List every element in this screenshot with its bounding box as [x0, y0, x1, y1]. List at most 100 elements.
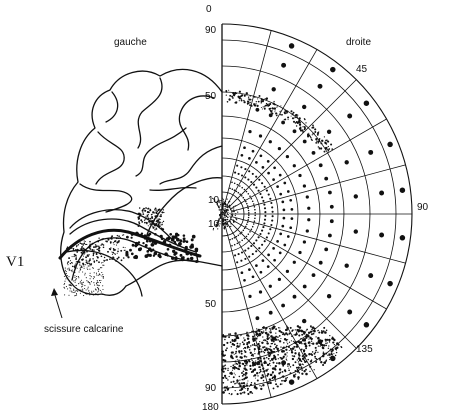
lower-field-crescent: [295, 333, 298, 336]
lower-field-crescent: [265, 347, 268, 350]
occipital-pole-stipple: [88, 290, 90, 292]
striate-stipple-dot: [186, 257, 190, 261]
lower-field-crescent: [236, 342, 239, 345]
lower-field-crescent: [268, 337, 271, 339]
occipital-pole-stipple: [90, 281, 93, 283]
lower-field-crescent: [267, 351, 270, 354]
upper-field-shading: [296, 116, 298, 119]
lower-field-crescent: [340, 346, 343, 349]
lower-field-crescent: [286, 359, 288, 361]
lower-field-crescent: [261, 374, 264, 377]
fovea-stipple: [221, 225, 223, 227]
lower-field-crescent: [298, 372, 301, 374]
lower-field-crescent: [255, 331, 257, 333]
lower-field-crescent: [331, 336, 334, 339]
field-dot: [271, 219, 274, 222]
upper-field-shading: [271, 112, 274, 115]
occipital-pole-stipple: [73, 270, 75, 273]
lower-field-crescent: [294, 373, 297, 375]
occipital-pole-stipple: [103, 264, 105, 266]
occipital-pole-stipple: [100, 262, 103, 264]
upper-field-shading: [248, 98, 251, 101]
striate-stipple-dot: [137, 241, 141, 244]
field-dot: [236, 164, 239, 167]
striate-stipple-dot: [92, 258, 94, 260]
lower-field-crescent: [278, 329, 281, 333]
lower-field-crescent: [288, 364, 291, 366]
lower-field-crescent: [329, 356, 331, 358]
field-dot: [245, 190, 248, 193]
occipital-pole-stipple: [68, 294, 70, 296]
fovea-stipple: [232, 210, 234, 212]
lower-field-crescent: [239, 335, 242, 337]
field-dot: [286, 190, 290, 193]
lower-field-crescent: [262, 326, 265, 329]
striate-stipple-dot: [100, 239, 102, 241]
lower-field-crescent: [282, 364, 285, 367]
lower-field-crescent: [259, 371, 262, 373]
lower-field-crescent: [279, 327, 281, 329]
lower-field-crescent: [256, 379, 259, 382]
occipital-pole-stipple: [67, 264, 69, 266]
lower-field-crescent: [270, 350, 273, 354]
striate-stipple-dot: [185, 240, 189, 243]
field-dot: [302, 240, 307, 244]
fovea-stipple: [225, 215, 228, 218]
lower-field-crescent: [300, 329, 303, 332]
lower-field-crescent: [249, 367, 252, 371]
anterior-striate-shading: [158, 218, 160, 220]
fovea-stipple: [222, 208, 224, 210]
striate-stipple-dot: [137, 247, 142, 252]
striate-stipple-dot: [72, 245, 74, 248]
lower-field-crescent: [329, 334, 331, 337]
lower-field-crescent: [262, 368, 264, 370]
lower-field-crescent: [320, 343, 323, 346]
upper-field-shading: [275, 114, 278, 117]
field-dot: [286, 235, 290, 238]
lower-field-crescent: [250, 358, 253, 360]
lower-field-crescent: [335, 349, 337, 351]
lower-field-crescent: [242, 381, 246, 385]
striate-stipple-dot: [117, 248, 119, 250]
lower-field-crescent: [263, 351, 266, 354]
lower-field-crescent: [283, 333, 286, 336]
anterior-striate-shading: [141, 209, 144, 212]
lower-field-crescent: [257, 375, 259, 377]
lower-field-crescent: [285, 377, 287, 380]
fovea-stipple: [224, 211, 226, 213]
striate-stipple-dot: [152, 254, 156, 257]
lower-field-crescent: [269, 373, 273, 377]
lower-field-crescent: [222, 391, 225, 394]
field-dot: [247, 193, 250, 195]
lower-field-crescent: [257, 353, 260, 355]
lower-field-crescent: [273, 343, 276, 346]
lower-field-crescent: [243, 360, 247, 363]
lower-field-crescent: [237, 367, 240, 370]
anterior-striate-shading: [153, 224, 157, 227]
striate-stipple-dot: [112, 251, 115, 254]
striate-stipple-dot: [86, 262, 89, 265]
field-dot: [233, 189, 236, 191]
field-dot: [266, 265, 270, 268]
striate-stipple-dot: [74, 254, 77, 257]
striate-stipple-dot: [95, 253, 98, 256]
occipital-pole-stipple: [79, 267, 81, 269]
lower-field-crescent: [263, 331, 265, 334]
upper-field-shading: [240, 95, 242, 98]
field-dot: [265, 189, 268, 192]
lower-field-crescent: [235, 382, 237, 384]
upper-field-shading: [247, 96, 250, 98]
lower-field-crescent: [230, 365, 232, 368]
lower-field-crescent: [234, 374, 236, 376]
upper-field-shading: [253, 96, 256, 98]
striate-stipple-dot: [84, 243, 87, 246]
occipital-pole-stipple: [99, 267, 102, 269]
striate-stipple-dot: [91, 248, 94, 251]
lower-field-crescent: [282, 332, 284, 334]
field-dot: [243, 278, 246, 282]
fovea-stipple: [222, 224, 225, 226]
lower-field-crescent: [243, 350, 246, 352]
lower-field-crescent: [297, 357, 301, 360]
lower-field-crescent: [272, 387, 275, 390]
striate-stipple-dot: [119, 236, 121, 239]
